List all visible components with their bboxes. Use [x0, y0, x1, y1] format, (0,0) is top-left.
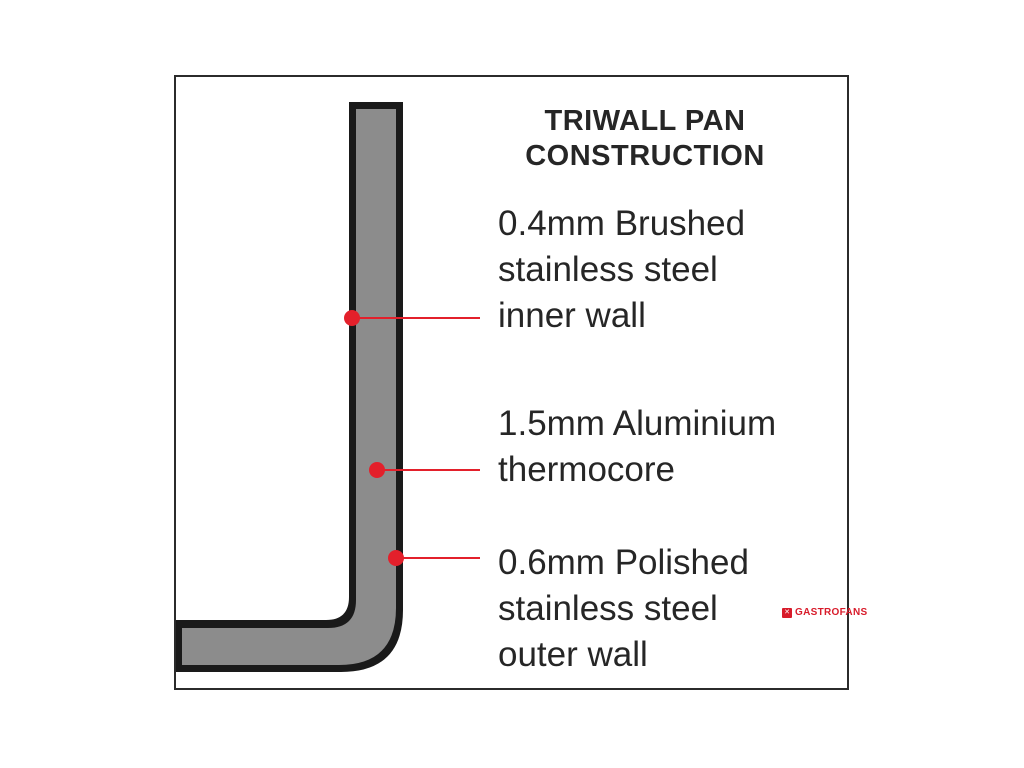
pan-wall-aluminium-core — [182, 109, 396, 665]
marker-outer-wall — [388, 550, 404, 566]
label-line: stainless steel — [498, 250, 718, 289]
watermark-logo-icon: ✕ — [782, 607, 792, 618]
label-line: inner wall — [498, 296, 646, 335]
label-line: 0.4mm Brushed — [498, 204, 746, 243]
label-line: 1.5mm Aluminium — [498, 404, 777, 443]
watermark: ✕ GASTROFANS — [782, 607, 867, 618]
marker-thermocore — [369, 462, 385, 478]
label-line: thermocore — [498, 450, 676, 489]
title-line-2: CONSTRUCTION — [525, 140, 765, 172]
label-line: stainless steel — [498, 589, 718, 628]
label-thermocore: 1.5mm Aluminium thermocore — [498, 401, 776, 493]
marker-inner-wall — [344, 310, 360, 326]
watermark-text: GASTROFANS — [795, 607, 868, 618]
label-line: outer wall — [498, 635, 648, 674]
title-line-1: TRIWALL PAN — [544, 105, 746, 137]
label-outer-wall: 0.6mm Polished stainless steel outer wal… — [498, 540, 749, 678]
diagram-frame — [174, 75, 849, 690]
diagram-title: TRIWALL PAN CONSTRUCTION — [500, 104, 800, 174]
label-line: 0.6mm Polished — [498, 543, 749, 582]
label-inner-wall: 0.4mm Brushed stainless steel inner wall — [498, 201, 745, 339]
